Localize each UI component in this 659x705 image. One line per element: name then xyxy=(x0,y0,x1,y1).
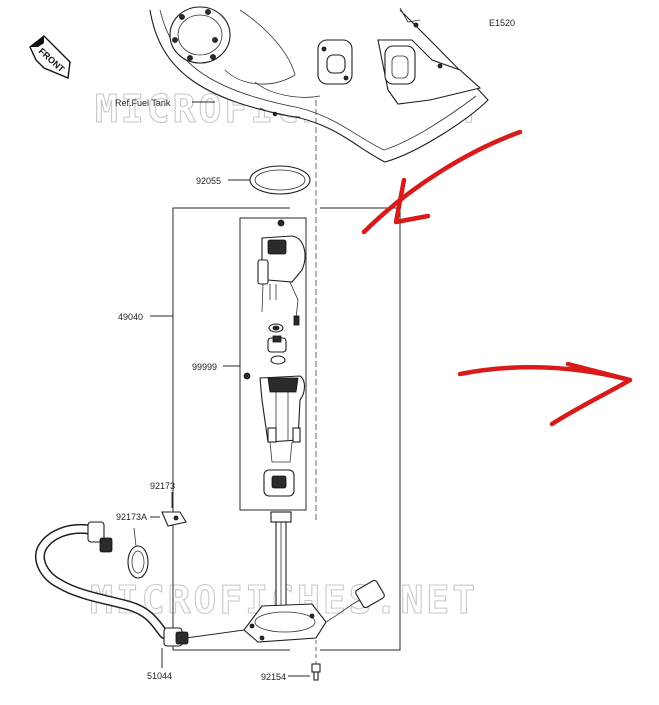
diagram-code: E1520 xyxy=(489,18,515,28)
red-arrow-right xyxy=(457,365,633,427)
pump-flange xyxy=(243,511,385,643)
red-arrowhead-left xyxy=(393,177,431,225)
label-49040: 49040 xyxy=(118,312,143,322)
part-49040-bracket: 49040 xyxy=(118,207,401,651)
fuel-pump-body xyxy=(259,375,306,463)
label-92055: 92055 xyxy=(196,176,221,186)
label-92173A: 92173A xyxy=(116,512,147,522)
red-annotation-arrows xyxy=(361,129,633,427)
red-arrow-left xyxy=(361,129,523,235)
part-92154: 92154 xyxy=(261,640,321,682)
fuel-pump-top xyxy=(257,219,306,326)
part-99999-bracket: 99999 xyxy=(192,217,307,511)
part-92055: 92055 xyxy=(196,165,311,195)
part-92173A: 92173A xyxy=(116,512,160,579)
label-99999: 99999 xyxy=(192,362,217,372)
part-92173: 92173 xyxy=(150,481,187,527)
fuel-filter xyxy=(263,469,295,497)
fuel-tank-ref xyxy=(149,6,489,163)
label-51044: 51044 xyxy=(147,671,172,681)
ref-fuel-tank-label: Ref.Fuel Tank xyxy=(115,98,171,108)
front-arrow-icon: FRONT xyxy=(29,35,71,80)
pump-spacers xyxy=(243,323,287,380)
red-arrowhead-right xyxy=(565,361,633,383)
part-51044: 51044 xyxy=(35,521,245,681)
label-92154: 92154 xyxy=(261,672,286,682)
label-92173: 92173 xyxy=(150,481,175,491)
